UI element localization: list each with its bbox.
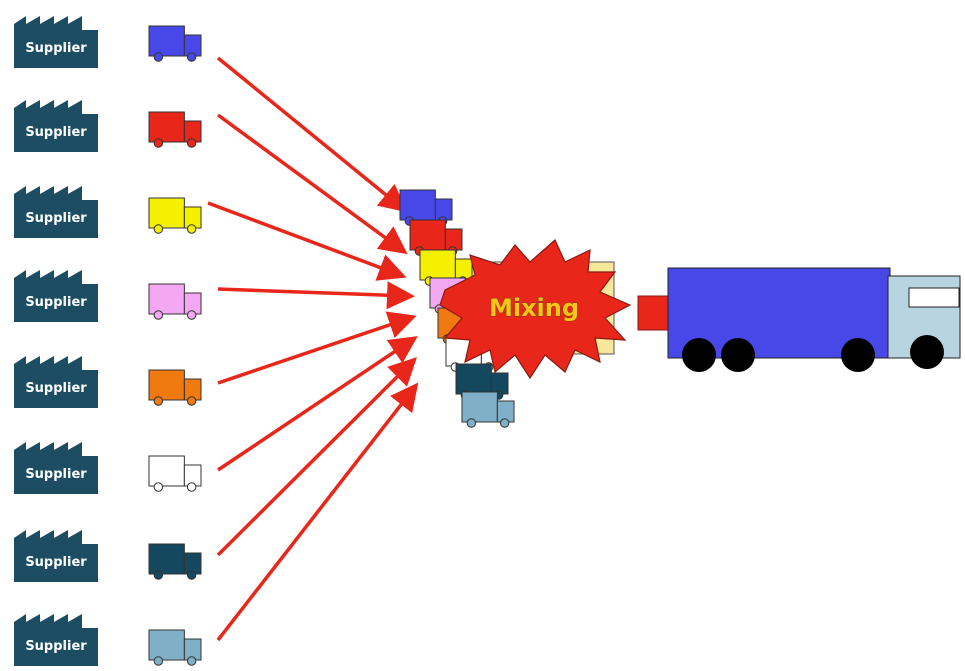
inbound-arrow	[216, 56, 408, 213]
truck-icon	[148, 543, 202, 580]
supplier-label: Supplier	[25, 125, 87, 140]
factory-icon	[14, 186, 98, 238]
factory-icon	[14, 530, 98, 582]
supplier-factory: Supplier	[14, 614, 98, 666]
truck-icon	[148, 197, 202, 234]
outbound-truck-wheel	[841, 338, 875, 372]
supplier-label: Supplier	[25, 295, 87, 310]
supplier-label: Supplier	[25, 555, 87, 570]
factory-icon	[14, 16, 98, 68]
supplier-factory: Supplier	[14, 16, 98, 68]
inbound-arrow	[216, 382, 419, 642]
truck-icon	[148, 111, 202, 148]
supplier-factory: Supplier	[14, 530, 98, 582]
supplier-label: Supplier	[25, 381, 87, 396]
truck-icon	[419, 249, 473, 286]
truck-icon	[461, 391, 515, 428]
supplier-label: Supplier	[25, 211, 87, 226]
factory-icon	[14, 356, 98, 408]
factory-icon	[14, 614, 98, 666]
truck-icon	[148, 369, 202, 406]
supplier-factory: Supplier	[14, 186, 98, 238]
factory-icon	[14, 270, 98, 322]
supplier-label: Supplier	[25, 41, 87, 56]
inbound-arrow	[216, 113, 408, 255]
factory-icon	[14, 100, 98, 152]
mixing-area: Mixing	[399, 189, 632, 428]
factory-icon	[14, 442, 98, 494]
supplier-factory: Supplier	[14, 442, 98, 494]
supplier-factory: Supplier	[14, 100, 98, 152]
outbound-truck-window	[908, 287, 960, 308]
inbound-arrow	[216, 357, 417, 557]
mixing-label: Mixing	[489, 294, 579, 322]
outbound-truck-wheel	[721, 338, 755, 372]
mixing-burst	[439, 239, 632, 380]
truck-icon	[148, 629, 202, 666]
outbound-truck-wheel	[682, 338, 716, 372]
inbound-arrow	[217, 281, 415, 310]
supplier-label: Supplier	[25, 639, 87, 654]
supplier-factory: Supplier	[14, 356, 98, 408]
inbound-arrow	[217, 336, 418, 472]
outbound-truck-icon	[667, 267, 961, 372]
inbound-arrow	[207, 201, 407, 281]
inbound-arrow	[217, 311, 417, 385]
outbound-truck-wheel	[910, 335, 944, 369]
truck-icon	[148, 283, 202, 320]
truck-icon	[148, 25, 202, 62]
supplier-label: Supplier	[25, 467, 87, 482]
truck-icon	[148, 455, 202, 492]
supplier-factory: Supplier	[14, 270, 98, 322]
